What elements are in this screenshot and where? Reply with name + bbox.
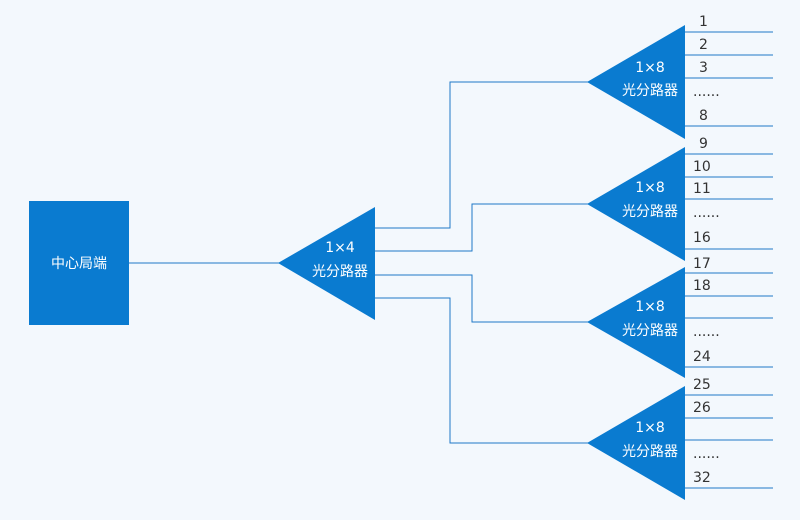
main-splitter-name: 光分路器 xyxy=(312,264,368,280)
sub-splitter-3-name: 光分路器 xyxy=(622,323,678,339)
sub-splitter-4-triangle xyxy=(587,386,685,500)
central-office-box xyxy=(29,201,129,325)
port-ellipsis: ...... xyxy=(693,205,720,221)
branch-line-4 xyxy=(375,297,590,444)
sub-splitter-2: 1×8 光分路器 9 10 11 ...... 16 xyxy=(587,136,773,261)
sub-splitter-1: 1×8 光分路器 1 2 3 ...... 8 xyxy=(587,14,773,139)
sub-splitter-4: 1×8 光分路器 25 26 ...... 32 xyxy=(587,377,773,500)
port-label: 18 xyxy=(693,278,711,294)
sub-splitter-3: 1×8 光分路器 17 18 ...... 24 xyxy=(587,256,773,378)
branch-line-1 xyxy=(375,81,590,229)
port-label: 25 xyxy=(693,377,711,393)
central-office-label: 中心局端 xyxy=(51,256,107,272)
sub-splitter-2-triangle xyxy=(587,147,685,261)
branch-line-2 xyxy=(375,203,590,252)
branch-line-3 xyxy=(375,274,590,323)
port-label: 9 xyxy=(699,136,708,152)
port-ellipsis: ...... xyxy=(693,324,720,340)
main-splitter-ratio: 1×4 xyxy=(325,240,355,256)
port-label: 17 xyxy=(693,256,711,272)
sub-splitter-2-ratio: 1×8 xyxy=(635,180,665,196)
sub-splitter-4-ratio: 1×8 xyxy=(635,420,665,436)
sub-splitter-3-ratio: 1×8 xyxy=(635,299,665,315)
port-ellipsis: ...... xyxy=(693,446,720,462)
port-label: 2 xyxy=(699,37,708,53)
port-label: 24 xyxy=(693,349,711,365)
main-splitter-triangle xyxy=(278,207,375,320)
sub-splitter-1-triangle xyxy=(587,25,685,139)
port-label: 26 xyxy=(693,400,711,416)
sub-splitter-1-ratio: 1×8 xyxy=(635,60,665,76)
port-label: 10 xyxy=(693,159,711,175)
sub-splitter-1-name: 光分路器 xyxy=(622,83,678,99)
sub-splitter-3-triangle xyxy=(587,267,685,378)
port-label: 16 xyxy=(693,230,711,246)
port-label: 11 xyxy=(693,181,711,197)
port-ellipsis: ...... xyxy=(693,84,720,100)
sub-splitter-4-name: 光分路器 xyxy=(622,444,678,460)
port-label: 3 xyxy=(699,60,708,76)
port-label: 1 xyxy=(699,14,708,30)
port-label: 8 xyxy=(699,108,708,124)
sub-splitter-2-name: 光分路器 xyxy=(622,204,678,220)
port-label: 32 xyxy=(693,470,711,486)
